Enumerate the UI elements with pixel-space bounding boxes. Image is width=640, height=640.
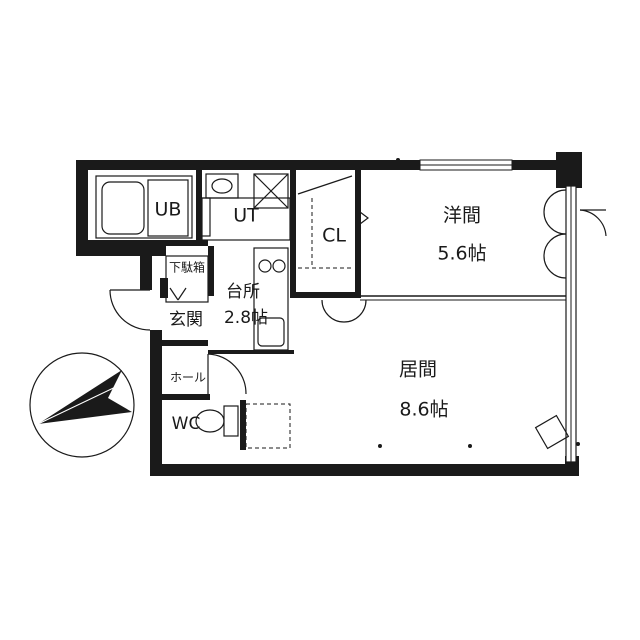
washing-machine-icon	[253, 173, 289, 209]
room-size-living: 8.6帖	[399, 399, 448, 421]
room-label-western: 洋間	[443, 205, 481, 227]
room-label-living: 居間	[399, 359, 437, 381]
closet-shelf	[297, 175, 369, 269]
fridge-space	[245, 403, 291, 449]
room-size-kitchen: 2.8帖	[224, 308, 268, 328]
room-label-entrance: 玄関	[169, 310, 203, 330]
exterior-wall-right	[565, 185, 577, 463]
exterior-walls	[76, 152, 582, 476]
outlets	[378, 158, 580, 448]
shoe-box	[165, 255, 209, 303]
shoe-box-label: 下駄箱	[169, 260, 205, 275]
bathtub-icon	[95, 175, 193, 239]
window-top	[419, 159, 513, 171]
room-label-wc: WC	[172, 414, 201, 434]
hall-door	[207, 353, 247, 395]
room-label-ut: UT	[233, 205, 259, 227]
room-label-kitchen: 台所	[226, 282, 260, 302]
room-size-western: 5.6帖	[437, 243, 486, 265]
interior-walls	[88, 170, 566, 450]
living-room-door	[321, 299, 367, 323]
room-label-ub: UB	[155, 199, 182, 221]
kitchen-counter-icon	[253, 247, 289, 351]
room-label-hall: ホール	[170, 371, 206, 385]
north-arrow-icon	[29, 352, 135, 458]
room-label-cl: CL	[322, 225, 346, 247]
toilet-icon	[195, 405, 239, 437]
aircon-icon	[534, 414, 570, 450]
balcony-door	[543, 189, 607, 279]
entrance-door	[109, 289, 151, 331]
